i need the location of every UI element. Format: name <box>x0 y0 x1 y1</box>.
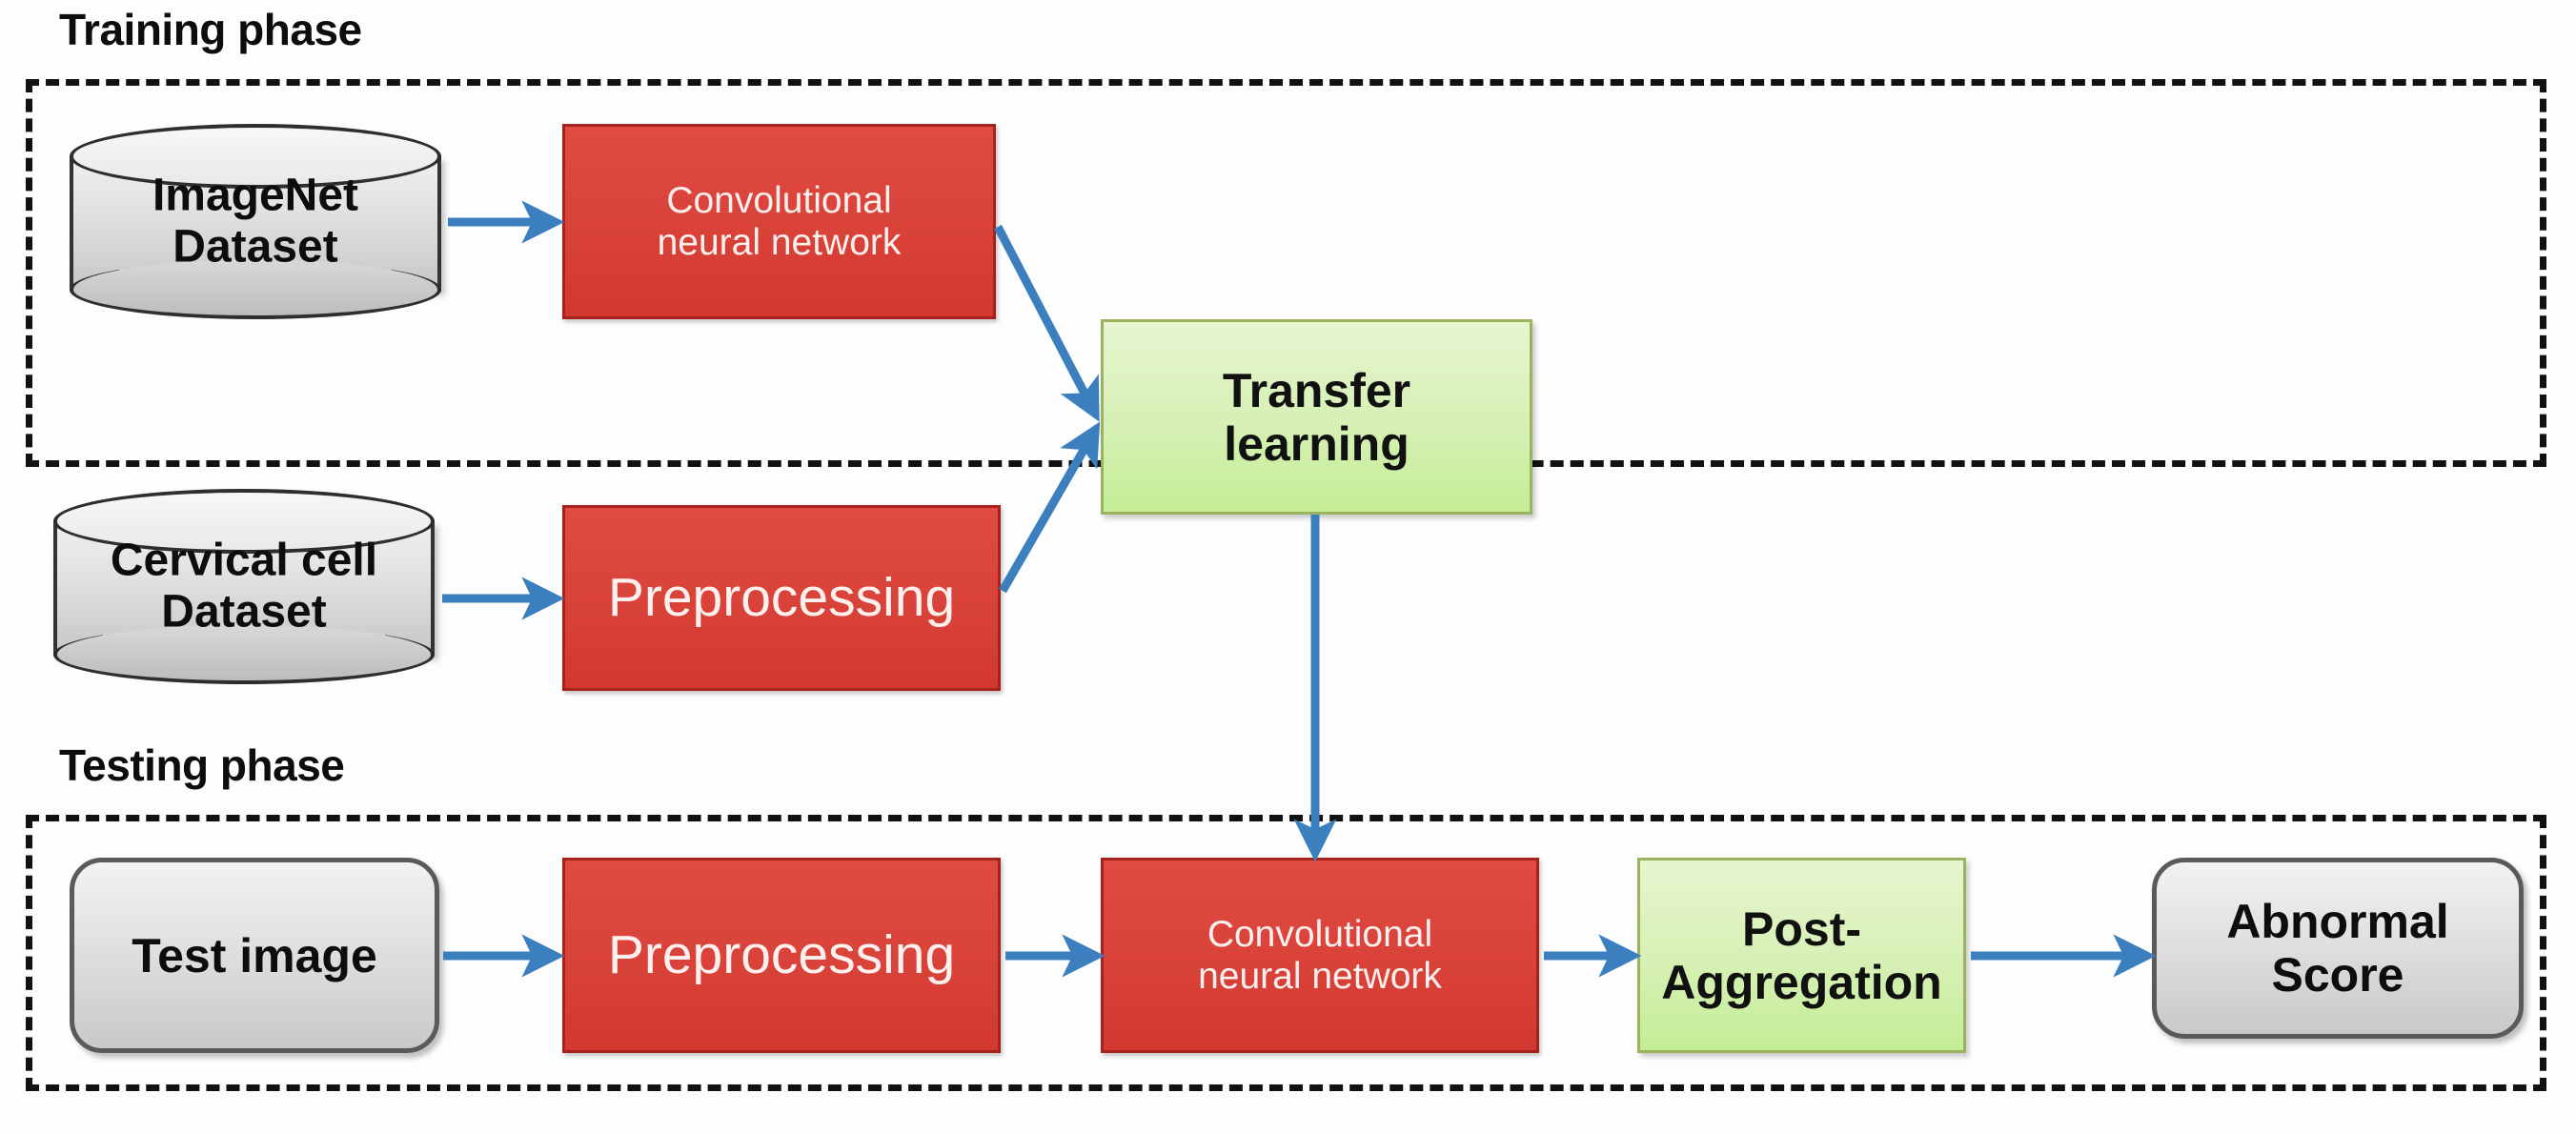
training-phase-caption: Training phase <box>59 5 362 54</box>
imagenet-dataset-label: ImageNet Dataset <box>152 169 359 273</box>
imagenet-dataset-cylinder: ImageNet Dataset <box>70 124 441 319</box>
post-aggregation-box: Post- Aggregation <box>1637 858 1966 1053</box>
cylinder-bottom-ellipse <box>53 625 435 684</box>
cylinder-top-ellipse <box>53 489 435 554</box>
training-cnn-box: Convolutional neural network <box>562 124 996 319</box>
testing-cnn-box: Convolutional neural network <box>1101 858 1539 1053</box>
testing-preprocessing-box: Preprocessing <box>562 858 1001 1053</box>
testing-phase-caption: Testing phase <box>59 740 345 790</box>
test-image-box: Test image <box>70 858 439 1053</box>
abnormal-score-box: Abnormal Score <box>2152 858 2524 1039</box>
cervical-cell-dataset-cylinder: Cervical cell Dataset <box>53 489 435 684</box>
cylinder-top-ellipse <box>70 124 441 189</box>
cervical-cell-dataset-label: Cervical cell Dataset <box>110 534 378 638</box>
transfer-learning-box: Transfer learning <box>1101 319 1532 515</box>
testing-phase-frame <box>26 815 2546 1091</box>
training-preprocessing-box: Preprocessing <box>562 505 1001 691</box>
cylinder-bottom-ellipse <box>70 260 441 319</box>
